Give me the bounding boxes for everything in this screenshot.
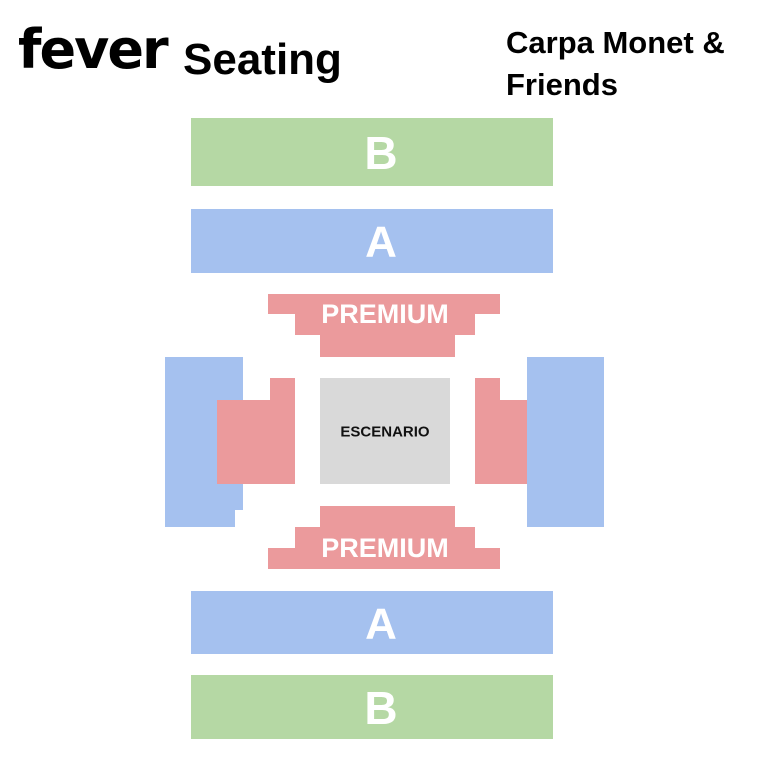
venue-name: Carpa Monet & Friends xyxy=(506,25,725,102)
section-premium-bottom-area[interactable] xyxy=(268,506,500,569)
section-a-left[interactable] xyxy=(165,357,243,527)
section-b-bottom-area[interactable] xyxy=(191,675,553,739)
section-b-top-area[interactable] xyxy=(191,118,553,186)
page-title: Seating xyxy=(183,35,342,84)
section-a-bottom-area[interactable] xyxy=(191,591,553,654)
stage-label: ESCENARIO xyxy=(340,424,430,441)
section-premium-top-area[interactable] xyxy=(268,294,500,357)
section-a-right[interactable] xyxy=(527,357,604,527)
section-a-left-area[interactable] xyxy=(165,357,243,527)
fever-logo: fever xyxy=(18,18,169,81)
header: fever Seating Carpa Monet & Friends xyxy=(0,0,768,110)
stage-area xyxy=(320,378,450,484)
section-premium-bottom[interactable]: PREMIUM xyxy=(268,506,500,569)
section-b-top[interactable]: B xyxy=(191,118,553,186)
section-a-top-label: A xyxy=(365,218,397,267)
section-premium-top[interactable]: PREMIUM xyxy=(268,294,500,357)
section-premium-top-label: PREMIUM xyxy=(321,299,449,329)
section-a-right-area[interactable] xyxy=(527,357,604,527)
section-a-bottom-label: A xyxy=(365,600,397,649)
section-premium-left-area[interactable] xyxy=(217,378,295,484)
section-a-bottom[interactable]: A xyxy=(191,591,553,654)
section-a-top-area[interactable] xyxy=(191,209,553,273)
section-b-bottom-label: B xyxy=(364,682,397,734)
section-premium-left[interactable] xyxy=(217,378,295,484)
section-a-top[interactable]: A xyxy=(191,209,553,273)
section-b-top-label: B xyxy=(364,127,397,179)
section-premium-bottom-label: PREMIUM xyxy=(321,533,449,563)
section-b-bottom[interactable]: B xyxy=(191,675,553,739)
stage: ESCENARIO xyxy=(320,378,450,484)
